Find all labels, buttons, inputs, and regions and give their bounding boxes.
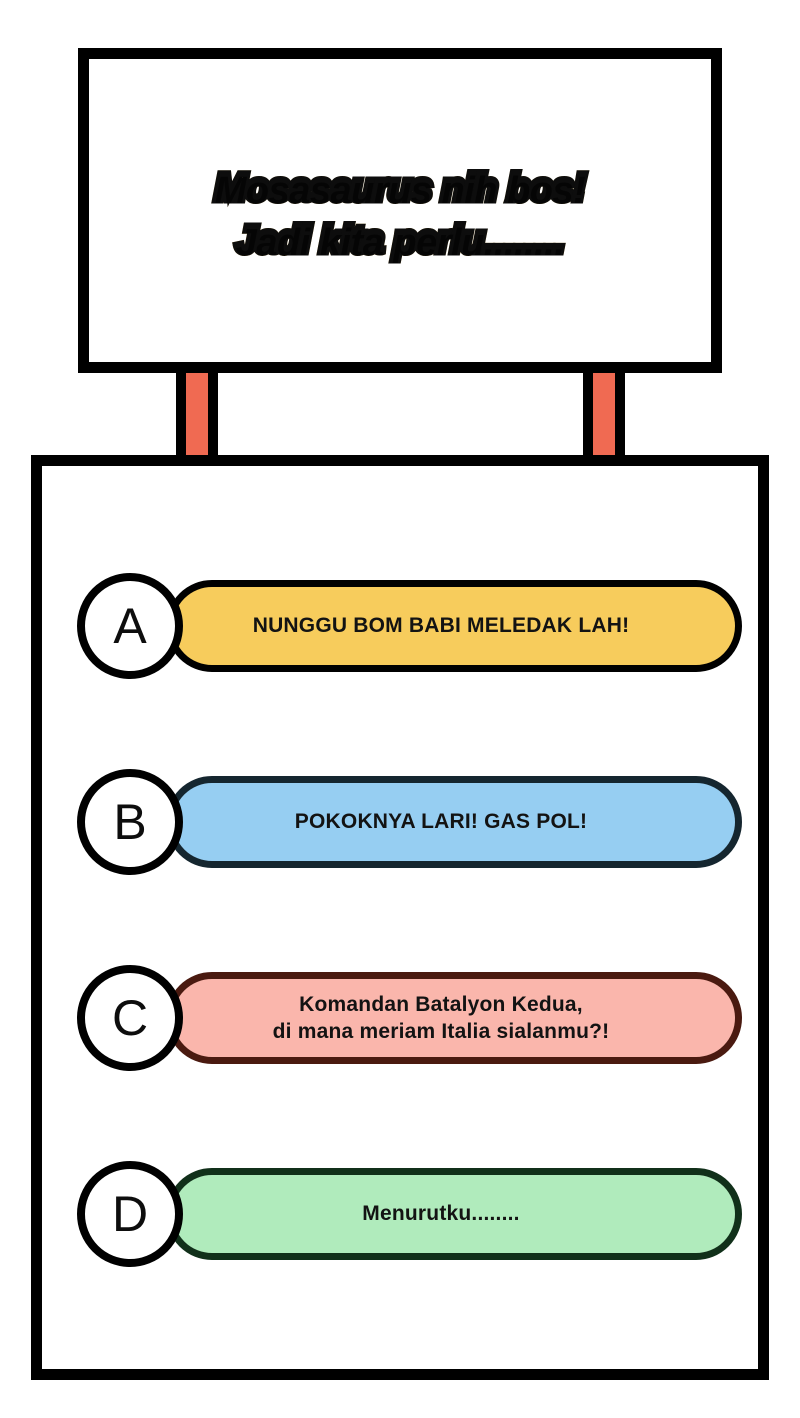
answer-label-b: POKOKNYA LARI! GAS POL! <box>294 810 588 834</box>
answer-pill-a[interactable]: NUNGGU BOM BABI MELEDAK LAH! <box>166 580 742 672</box>
answer-badge-letter-a: A <box>113 598 147 654</box>
question-text: Mosasaurus nih bos! Jadi kita perlu.....… <box>89 163 711 266</box>
question-panel: Mosasaurus nih bos! Jadi kita perlu.....… <box>78 48 722 373</box>
answer-option-c[interactable]: Komandan Batalyon Kedua, di mana meriam … <box>42 965 758 1071</box>
answer-pill-b[interactable]: POKOKNYA LARI! GAS POL! <box>166 776 742 868</box>
answer-option-list: NUNGGU BOM BABI MELEDAK LAH! A POKOKNYA … <box>42 573 758 1267</box>
answer-badge-d[interactable]: D <box>77 1161 183 1267</box>
answer-badge-letter-c: C <box>111 990 149 1046</box>
answer-badge-letter-b: B <box>113 794 147 850</box>
answer-option-a[interactable]: NUNGGU BOM BABI MELEDAK LAH! A <box>42 573 758 679</box>
connector-post-right <box>583 368 625 464</box>
answer-label-d: Menurutku........ <box>362 1202 520 1226</box>
connector-post-left <box>176 368 218 464</box>
answer-badge-c[interactable]: C <box>77 965 183 1071</box>
answer-pill-d[interactable]: Menurutku........ <box>166 1168 742 1260</box>
answer-label-a: NUNGGU BOM BABI MELEDAK LAH! <box>252 614 630 638</box>
answer-badge-letter-d: D <box>111 1186 149 1242</box>
answer-pill-c[interactable]: Komandan Batalyon Kedua, di mana meriam … <box>166 972 742 1064</box>
answer-badge-b[interactable]: B <box>77 769 183 875</box>
answer-option-d[interactable]: Menurutku........ D <box>42 1161 758 1267</box>
answers-panel: NUNGGU BOM BABI MELEDAK LAH! A POKOKNYA … <box>31 455 769 1380</box>
answer-option-b[interactable]: POKOKNYA LARI! GAS POL! B <box>42 769 758 875</box>
answer-badge-a[interactable]: A <box>77 573 183 679</box>
answer-label-c: Komandan Batalyon Kedua, di mana meriam … <box>272 992 610 1043</box>
